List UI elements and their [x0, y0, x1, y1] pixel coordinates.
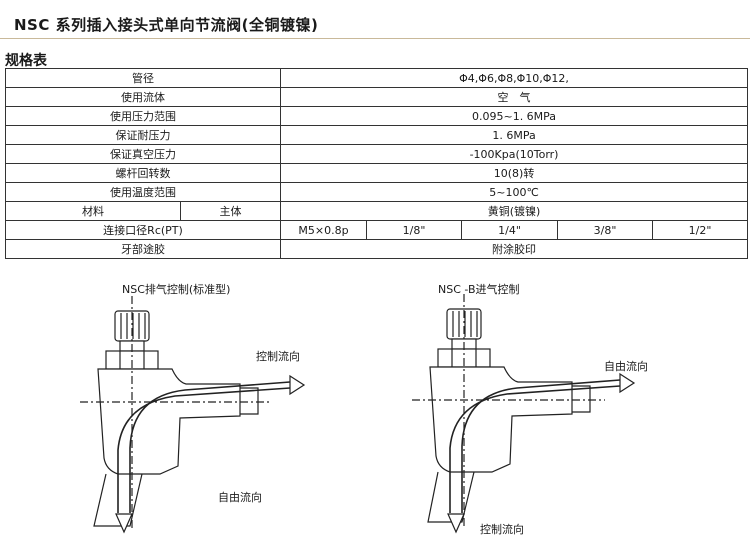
- row-value: 黄铜(镀镍): [279, 201, 749, 221]
- row-value: Φ4,Φ6,Φ8,Φ10,Φ12,: [279, 68, 749, 88]
- diagram-caption: NSC排气控制(标准型): [122, 283, 231, 296]
- flow-label-down: 自由流向: [218, 491, 262, 504]
- row-value: 5~100℃: [279, 182, 749, 202]
- thread-size: 1/4": [461, 220, 558, 240]
- table-row: 保证真空压力 -100Kpa(10Torr): [5, 144, 749, 164]
- thread-size: 1/2": [651, 220, 749, 240]
- row-label: 使用压力范围: [5, 106, 281, 126]
- thread-size: M5×0.8p: [280, 220, 367, 240]
- row-label: 材料: [5, 201, 181, 221]
- table-row: 使用流体 空 气: [5, 87, 749, 107]
- row-label: 保证耐压力: [5, 125, 281, 145]
- row-label: 连接口径Rc(PT): [5, 220, 281, 240]
- row-label: 保证真空压力: [5, 144, 281, 164]
- table-row: 材料 主体 黄铜(镀镍): [5, 201, 749, 221]
- thread-size: 3/8": [557, 220, 653, 240]
- diagram-inlet-control: NSC -B进气控制 自由流向 控制流向: [400, 278, 700, 537]
- table-row: 连接口径Rc(PT) M5×0.8p 1/8" 1/4" 3/8" 1/2": [5, 220, 749, 240]
- diagram-exhaust-control: NSC排气控制(标准型) 控制流向: [60, 278, 360, 537]
- diagram-caption: NSC -B进气控制: [438, 283, 520, 296]
- row-value: 附涂胶印: [279, 239, 749, 259]
- row-sublabel: 主体: [180, 201, 281, 221]
- section-title: 规格表: [5, 53, 47, 69]
- table-row: 使用压力范围 0.095~1. 6MPa: [5, 106, 749, 126]
- title-divider: [0, 38, 750, 39]
- page-title: NSC 系列插入接头式单向节流阀(全铜镀镍): [14, 16, 319, 34]
- row-value: 0.095~1. 6MPa: [279, 106, 749, 126]
- row-value: 1. 6MPa: [279, 125, 749, 145]
- row-label: 使用温度范围: [5, 182, 281, 202]
- table-row: 使用温度范围 5~100℃: [5, 182, 749, 202]
- flow-label-right: 控制流向: [256, 350, 300, 363]
- row-value: 空 气: [279, 87, 749, 107]
- table-row: 螺杆回转数 10(8)转: [5, 163, 749, 183]
- table-row: 牙部途胶 附涂胶印: [5, 239, 749, 259]
- row-value: 10(8)转: [279, 163, 749, 183]
- valve-diagram-icon: [80, 296, 306, 534]
- table-row: 管径 Φ4,Φ6,Φ8,Φ10,Φ12,: [5, 68, 749, 88]
- flow-label-right: 自由流向: [604, 360, 648, 373]
- row-label: 管径: [5, 68, 281, 88]
- table-row: 保证耐压力 1. 6MPa: [5, 125, 749, 145]
- spec-table: 管径 Φ4,Φ6,Φ8,Φ10,Φ12, 使用流体 空 气 使用压力范围 0.0…: [5, 68, 749, 259]
- thread-size: 1/8": [366, 220, 462, 240]
- row-label: 牙部途胶: [5, 239, 281, 259]
- row-label: 使用流体: [5, 87, 281, 107]
- row-label: 螺杆回转数: [5, 163, 281, 183]
- valve-diagram-icon: [412, 294, 636, 534]
- row-value: -100Kpa(10Torr): [279, 144, 749, 164]
- flow-label-down: 控制流向: [480, 523, 524, 536]
